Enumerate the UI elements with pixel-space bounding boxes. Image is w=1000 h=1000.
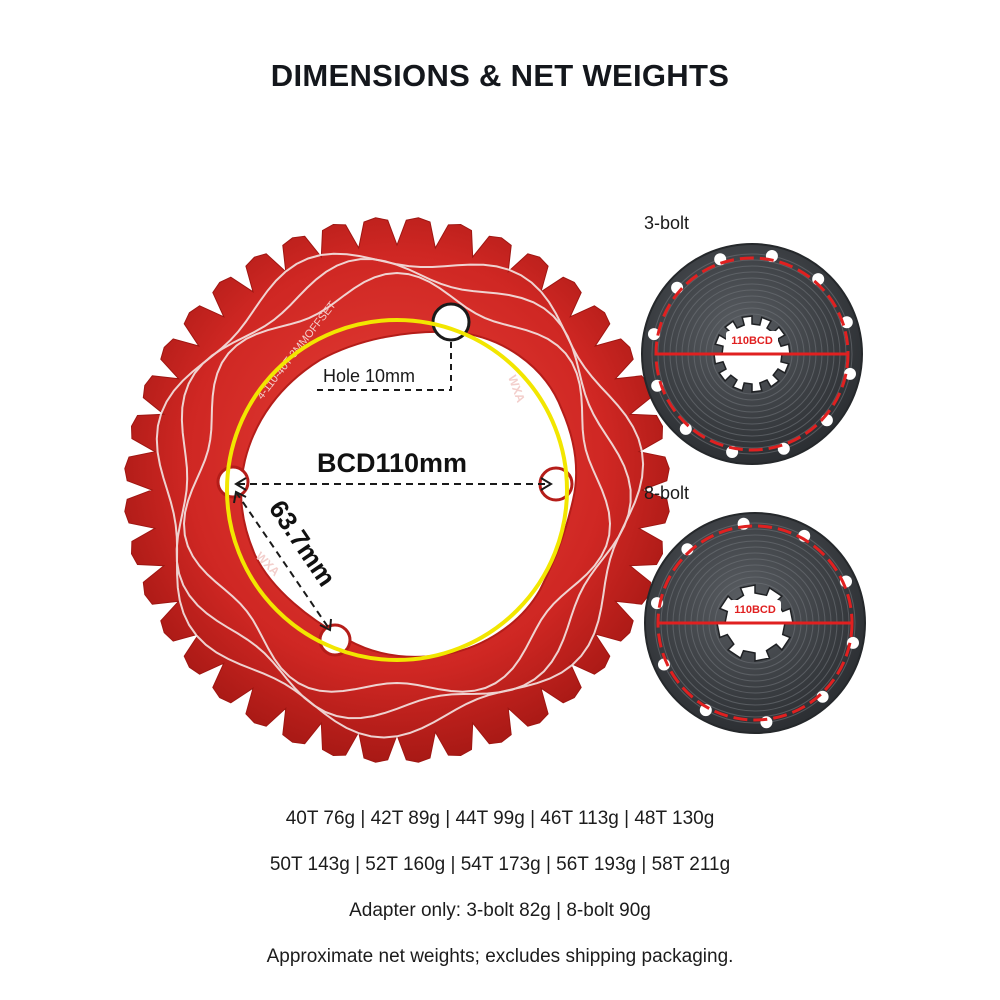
arrow-bcd-right: [540, 477, 553, 491]
weights-list: 40T 76g | 42T 89g | 44T 99g | 46T 113g |…: [0, 796, 1000, 980]
wave-line: [155, 252, 645, 739]
adapter-hole: [844, 367, 856, 380]
wave-pattern: [155, 252, 645, 739]
arrow-offset-bottom: [319, 618, 332, 632]
measurement-guides: [233, 342, 553, 632]
adapter-3bolt-bcd-label: 110BCD: [731, 335, 773, 347]
adapter-hole: [648, 328, 660, 341]
offset-dimension-line: [235, 491, 331, 631]
weights-line-3: Adapter only: 3-bolt 82g | 8-bolt 90g: [349, 900, 651, 921]
adapter-ridge: [651, 253, 853, 455]
bcd-circle: [225, 318, 569, 662]
bolt-hole-left: [216, 465, 250, 499]
weights-line-4: Approximate net weights; excludes shippi…: [266, 946, 734, 967]
adapter-8bolt-label-bg: [729, 600, 781, 617]
arrow-offset-top: [233, 490, 247, 504]
wave-line: [182, 271, 612, 693]
bcd-label: BCD110mm: [317, 448, 467, 478]
adapter-3bolt-holes: [648, 250, 856, 458]
adapter-8bolt-bcd-label: 110BCD: [734, 604, 776, 616]
adapter-8bolt: 110BCD: [644, 512, 866, 734]
page-title: DIMENSIONS & NET WEIGHTS: [270, 58, 730, 93]
adapter-3bolt: 110BCD: [641, 243, 863, 465]
chainring-cutout: [240, 330, 578, 658]
adapter-3bolt-title: 3-bolt: [644, 213, 689, 233]
adapter-ridge: [654, 522, 856, 724]
hole-label: Hole 10mm: [323, 366, 415, 386]
weights-line-1: 40T 76g | 42T 89g | 44T 99g | 46T 113g |…: [285, 808, 715, 829]
adapter-3bolt-label-bg: [726, 331, 778, 348]
chainring: 4-110-40T 3MMOFFSET WXA WXA: [124, 217, 670, 763]
adapter-hole: [679, 422, 692, 435]
adapter-8bolt-title: 8-bolt: [644, 483, 689, 503]
weights-line-2: 50T 143g | 52T 160g | 54T 173g | 56T 193…: [269, 854, 731, 875]
arrow-bcd-left: [234, 477, 247, 491]
hole-leader: [315, 342, 452, 391]
